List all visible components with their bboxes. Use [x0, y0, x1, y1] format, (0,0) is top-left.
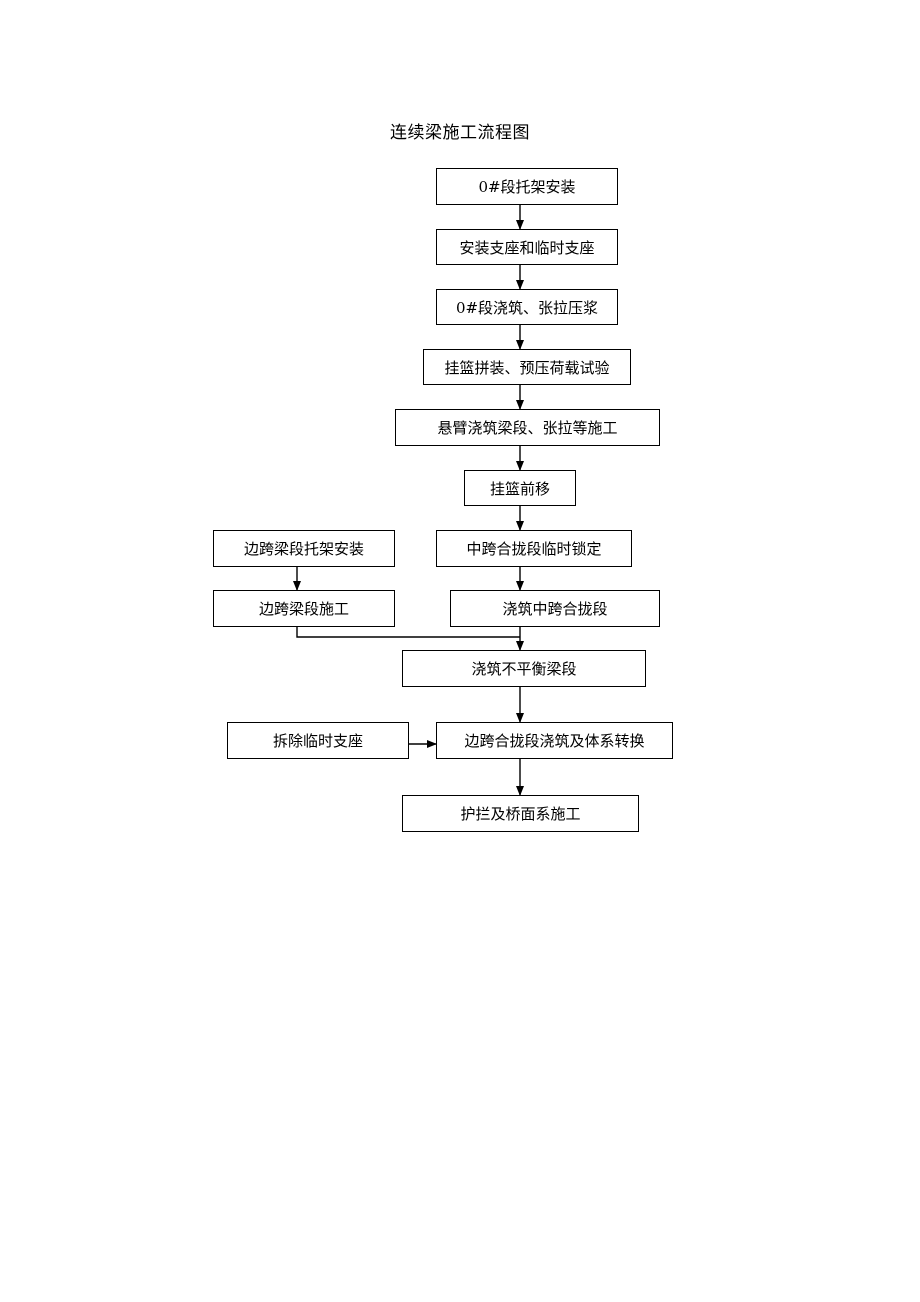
step-box-railing-deck: 护拦及桥面系施工: [402, 795, 639, 832]
step-box-0-segment-casting: 0#段浇筑、张拉压浆: [436, 289, 618, 325]
side-box-remove-temp-bearings: 拆除临时支座: [227, 722, 409, 759]
step-box-cast-unbalanced: 浇筑不平衡梁段: [402, 650, 646, 687]
connector-side2-merge: [296, 627, 520, 638]
side-box-side-span-bracket: 边跨梁段托架安装: [213, 530, 395, 567]
step-box-side-closure-transition: 边跨合拢段浇筑及体系转换: [436, 722, 673, 759]
diagram-title: 连续梁施工流程图: [390, 123, 530, 143]
step-box-install-bearings: 安装支座和临时支座: [436, 229, 618, 265]
side-box-side-span-construction: 边跨梁段施工: [213, 590, 395, 627]
step-box-0-segment-bracket: 0#段托架安装: [436, 168, 618, 205]
step-box-mid-closure-lock: 中跨合拢段临时锁定: [436, 530, 632, 567]
step-box-cantilever-casting: 悬臂浇筑梁段、张拉等施工: [395, 409, 660, 446]
step-box-cast-mid-closure: 浇筑中跨合拢段: [450, 590, 660, 627]
step-box-basket-advance: 挂篮前移: [464, 470, 576, 506]
step-box-hanging-basket-assembly: 挂篮拼装、预压荷载试验: [423, 349, 631, 385]
